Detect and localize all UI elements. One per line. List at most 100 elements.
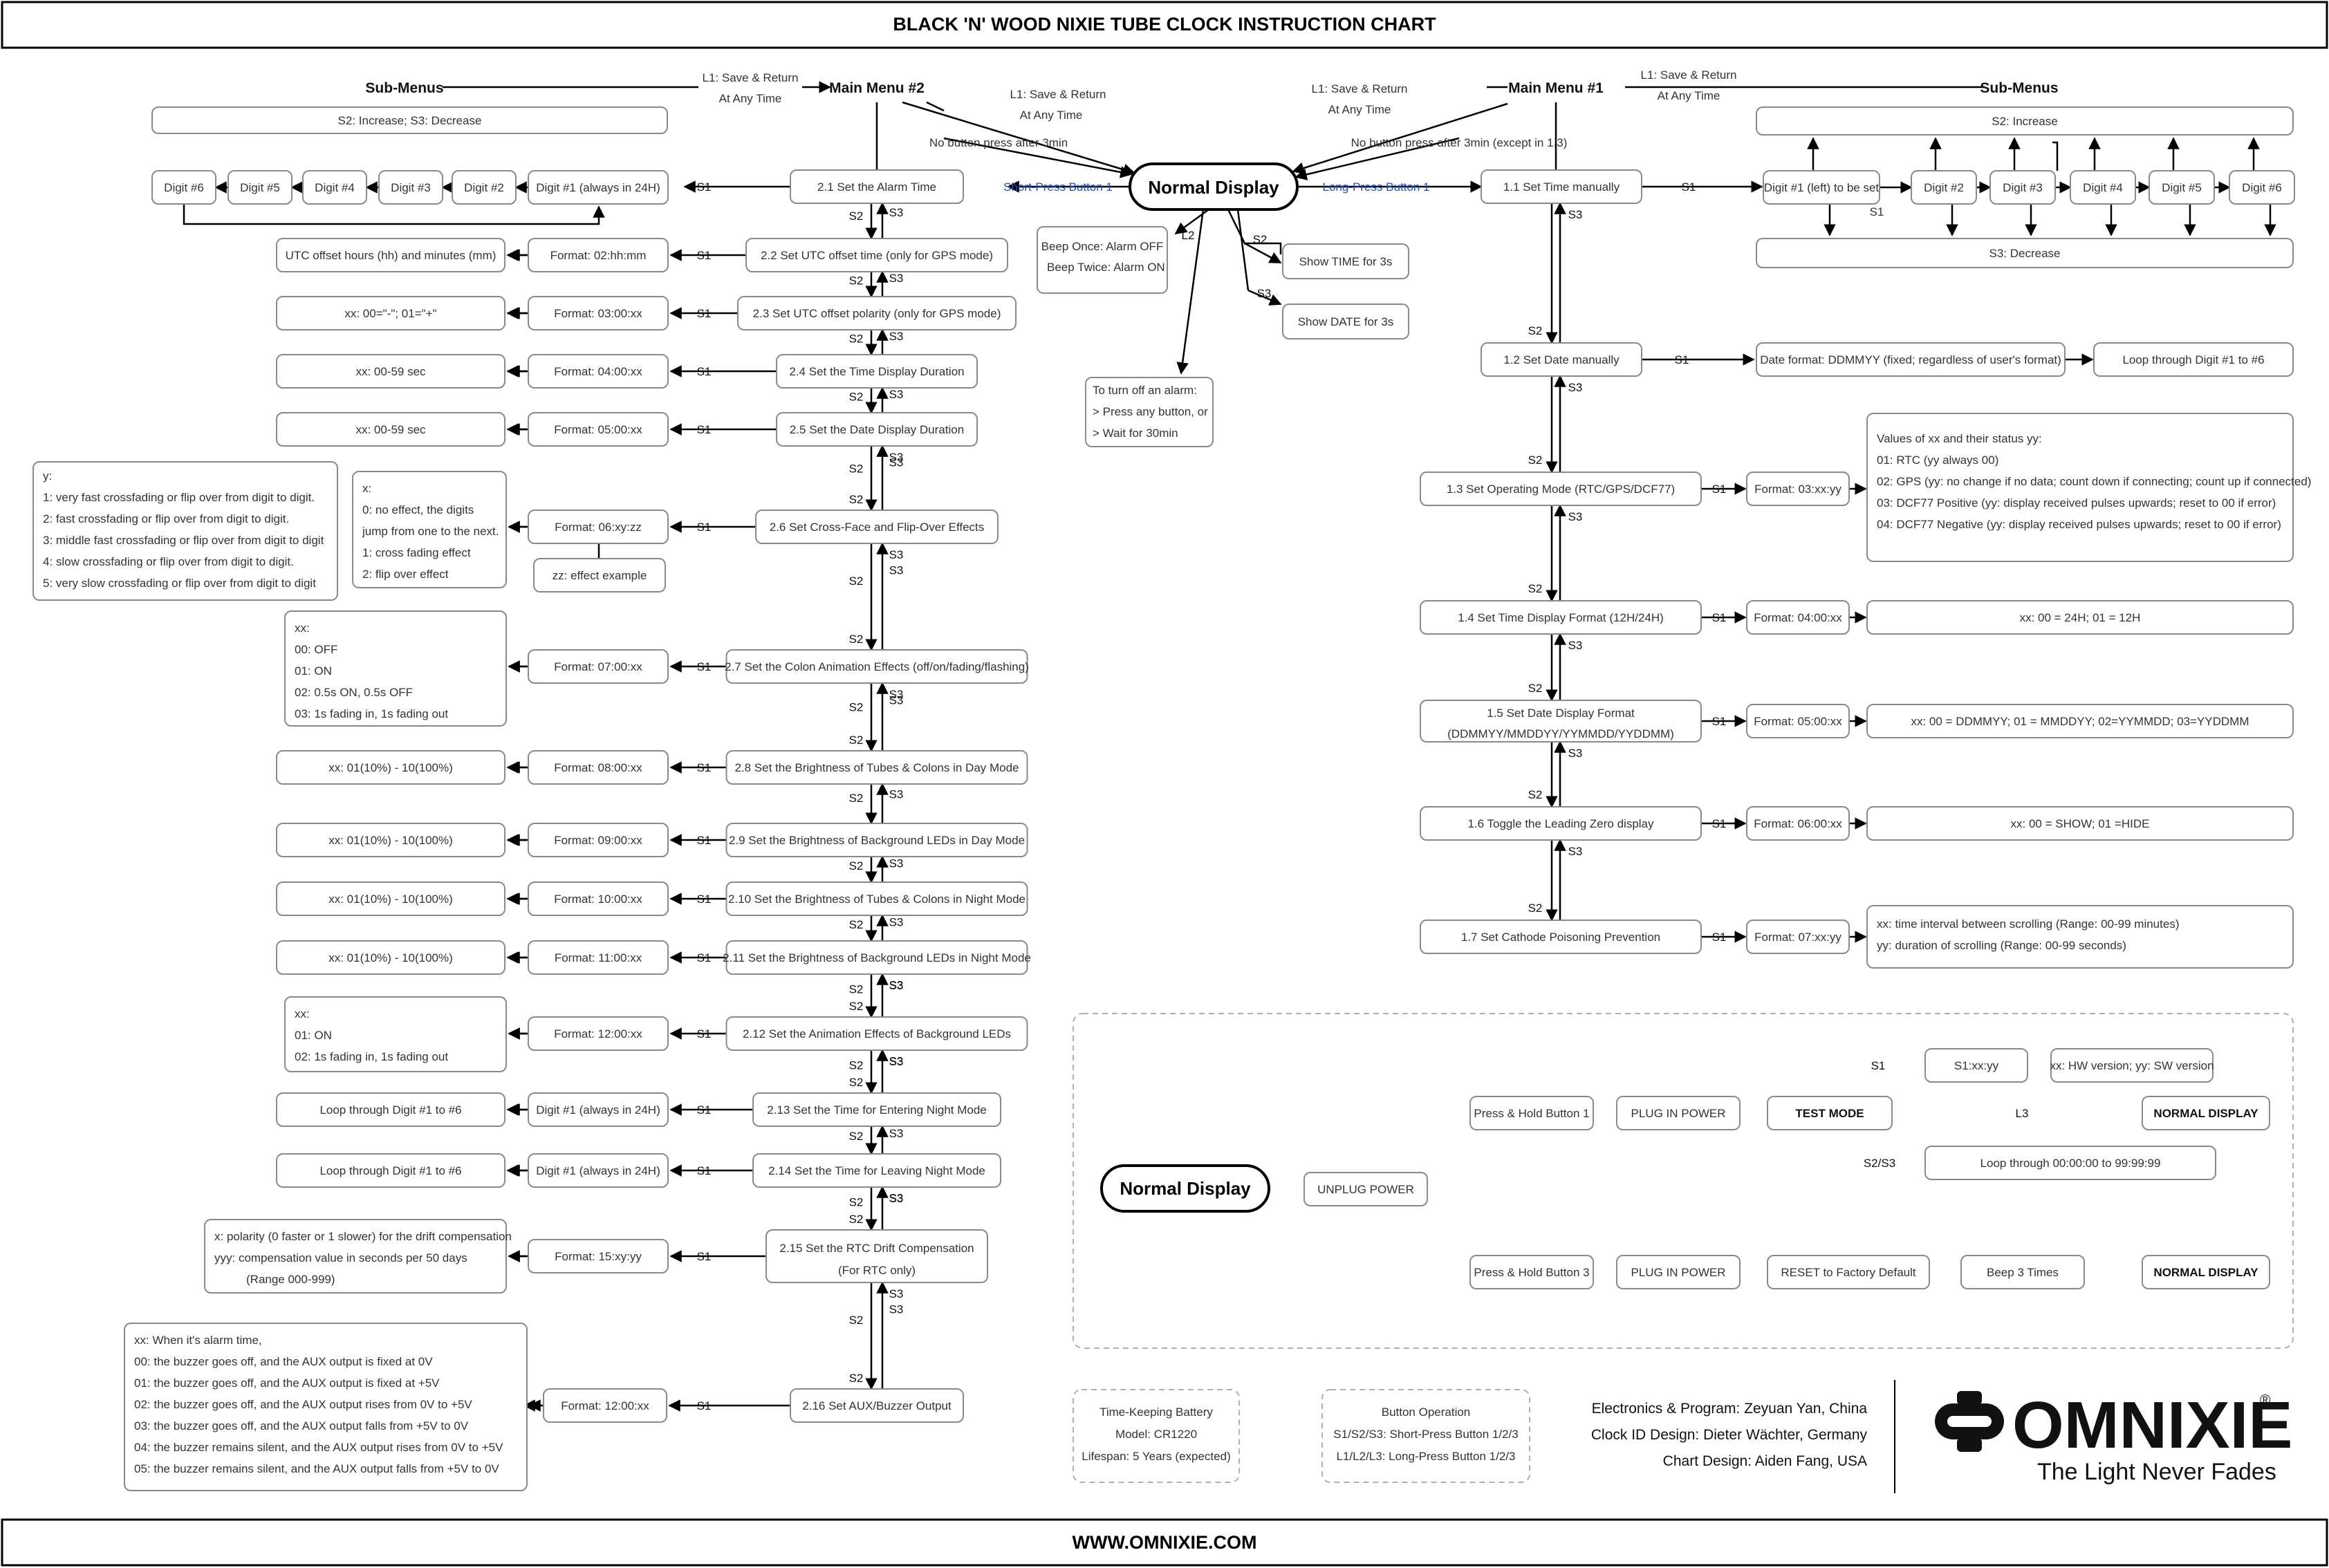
label-s2: S2 [849, 1196, 864, 1209]
center-s3: S3 [1257, 287, 1272, 300]
power-l3: L3 [2016, 1107, 2029, 1120]
connector [1244, 242, 1282, 264]
right-submenus: Sub-Menus [1980, 80, 2058, 96]
beep3-box [1960, 1255, 2085, 1289]
label-s3: S3 [889, 694, 904, 707]
right-l1b: At Any Time [1328, 103, 1391, 116]
time-digit-2-text: Digit #3 [2003, 181, 2043, 194]
beep-2: Beep Twice: Alarm ON [1047, 261, 1165, 274]
left-l1a: L1: Save & Return [703, 71, 799, 84]
connector [1176, 209, 1205, 375]
effect-example-box [533, 558, 666, 592]
right-l1rb: At Any Time [1658, 89, 1720, 102]
menu2-format-6 [528, 649, 669, 684]
menu2-desc-15-line: xx: When it's alarm time, [134, 1334, 262, 1347]
label-s1: S1 [697, 180, 712, 194]
footer-url: WWW.OMNIXIE.COM [1073, 1532, 1257, 1553]
menu1-item-3 [1420, 600, 1702, 635]
effect-y-desc-line: y: [43, 469, 52, 483]
menu2-format-8 [528, 823, 669, 857]
label-s2: S2 [849, 1059, 864, 1072]
label-s1: S1 [697, 761, 712, 774]
menu2-desc-14-line: (Range 000-999) [246, 1273, 335, 1286]
hold3-box [1469, 1255, 1594, 1289]
menu2-format-6-text: Format: 07:00:xx [554, 660, 642, 673]
alarm-digit-5-text: Digit #1 (always in 24H) [536, 181, 660, 194]
menu1-desc-5-text: xx: 00 = SHOW; 01 =HIDE [2011, 817, 2150, 830]
label-s2: S2 [849, 734, 864, 747]
label-s2: S2 [849, 1130, 864, 1143]
label-s1: S1 [1712, 715, 1727, 728]
menu1-format-6-text: Format: 07:xx:yy [1754, 931, 1841, 944]
menu2-desc-8-text: xx: 01(10%) - 10(100%) [328, 834, 453, 847]
menu2-format-11 [528, 1016, 669, 1051]
chart-title: BLACK 'N' WOOD NIXIE TUBE CLOCK INSTRUCT… [893, 14, 1436, 35]
label-s1: S1 [697, 249, 712, 262]
menu2-item-1 [745, 238, 1008, 272]
label-s3: S3 [889, 456, 904, 469]
center-s2: S2 [1253, 233, 1268, 246]
menu2-item-3 [776, 354, 978, 389]
menu1-item-6 [1420, 920, 1702, 954]
label-s2: S2 [1528, 454, 1543, 467]
menu2-item-1-text: 2.2 Set UTC offset time (only for GPS mo… [761, 249, 993, 262]
menu2-desc-15 [124, 1323, 528, 1491]
logo-name: OMNIXIE [2012, 1388, 2292, 1462]
time-digit-4 [2149, 170, 2215, 205]
left-l1rb: At Any Time [1020, 109, 1083, 122]
label-s2: S2 [849, 1000, 864, 1013]
right-increase [1756, 106, 2294, 136]
alarm-digit-1 [228, 170, 293, 205]
label-s1: S1 [697, 660, 712, 673]
connector [1295, 137, 1460, 180]
menu1-format-2 [1746, 472, 1850, 506]
plug1-box-text: PLUG IN POWER [1631, 1107, 1726, 1120]
label-s3: S3 [889, 330, 904, 343]
menu2-desc-5 [352, 471, 507, 588]
label-s3: S3 [889, 787, 904, 801]
effect-y-desc-line: 4: slow crossfading or flip over from di… [43, 555, 294, 568]
menu2-desc-13-text: Loop through Digit #1 to #6 [319, 1164, 461, 1177]
time-digit-0-text: Digit #1 (left) to be set [1764, 181, 1880, 194]
menu1-format-1 [1756, 342, 2066, 377]
left-inc-dec-text: S2: Increase; S3: Decrease [338, 114, 482, 127]
menu2-format-8-text: Format: 09:00:xx [554, 834, 642, 847]
menu2-item-12-text: 2.13 Set the Time for Entering Night Mod… [767, 1103, 987, 1117]
menu1-item-4 [1420, 700, 1702, 743]
alarm-3: > Wait for 30min [1093, 427, 1178, 440]
beep-box-text: Beep Once: Alarm OFF [1041, 240, 1164, 253]
credit-0: Electronics & Program: Zeyuan Yan, China [1592, 1401, 1868, 1417]
menu2-desc-14-line: yyy: compensation value in seconds per 5… [214, 1251, 467, 1264]
menu2-desc-15-line: 05: the buzzer remains silent, and the A… [134, 1462, 499, 1475]
connector [1227, 209, 1282, 254]
menu2-desc-6-line: 00: OFF [295, 643, 337, 656]
buttons-3: L1/L2/L3: Long-Press Button 1/2/3 [1337, 1450, 1516, 1463]
menu2-item-0-text: 2.1 Set the Alarm Time [817, 180, 936, 194]
menu2-item-6 [725, 649, 1028, 684]
menu2-desc-15-line: 03: the buzzer goes off, and the AUX out… [134, 1419, 469, 1432]
menu2-item-15-text: 2.16 Set AUX/Buzzer Output [802, 1399, 952, 1412]
connector-lines [183, 81, 2276, 1493]
label-s3: S3 [889, 1127, 904, 1140]
normal2-box [2142, 1255, 2270, 1289]
menu2-desc-6-line: 02: 0.5s ON, 0.5s OFF [295, 686, 413, 699]
label-s3: S3 [889, 857, 904, 870]
menu2-item-13-text: 2.14 Set the Time for Leaving Night Mode [768, 1164, 985, 1177]
menu2-desc-4 [276, 412, 505, 447]
normal2-text: NORMAL DISPLAY [2153, 1266, 2258, 1279]
menu2-item-8 [725, 823, 1028, 857]
label-s2: S2 [1528, 788, 1543, 801]
menu2-item-7-text: 2.8 Set the Brightness of Tubes & Colons… [734, 761, 1019, 774]
menu2-format-2 [528, 296, 669, 330]
menu1-desc-2 [1866, 413, 2294, 562]
menu2-item-8-text: 2.9 Set the Brightness of Background LED… [729, 834, 1025, 847]
menu2-format-7 [528, 750, 669, 785]
menu1-format-6 [1746, 920, 1850, 954]
menu1-format-4 [1746, 704, 1850, 738]
menu1-desc-5 [1866, 806, 2294, 841]
menu2-desc-11-line: 02: 1s fading in, 1s fading out [295, 1050, 448, 1063]
hw-sw-box-text: xx: HW version; yy: SW version [2050, 1059, 2214, 1072]
power-normal-display [1100, 1164, 1270, 1213]
menu2-desc-6-line: 03: 1s fading in, 1s fading out [295, 707, 448, 720]
